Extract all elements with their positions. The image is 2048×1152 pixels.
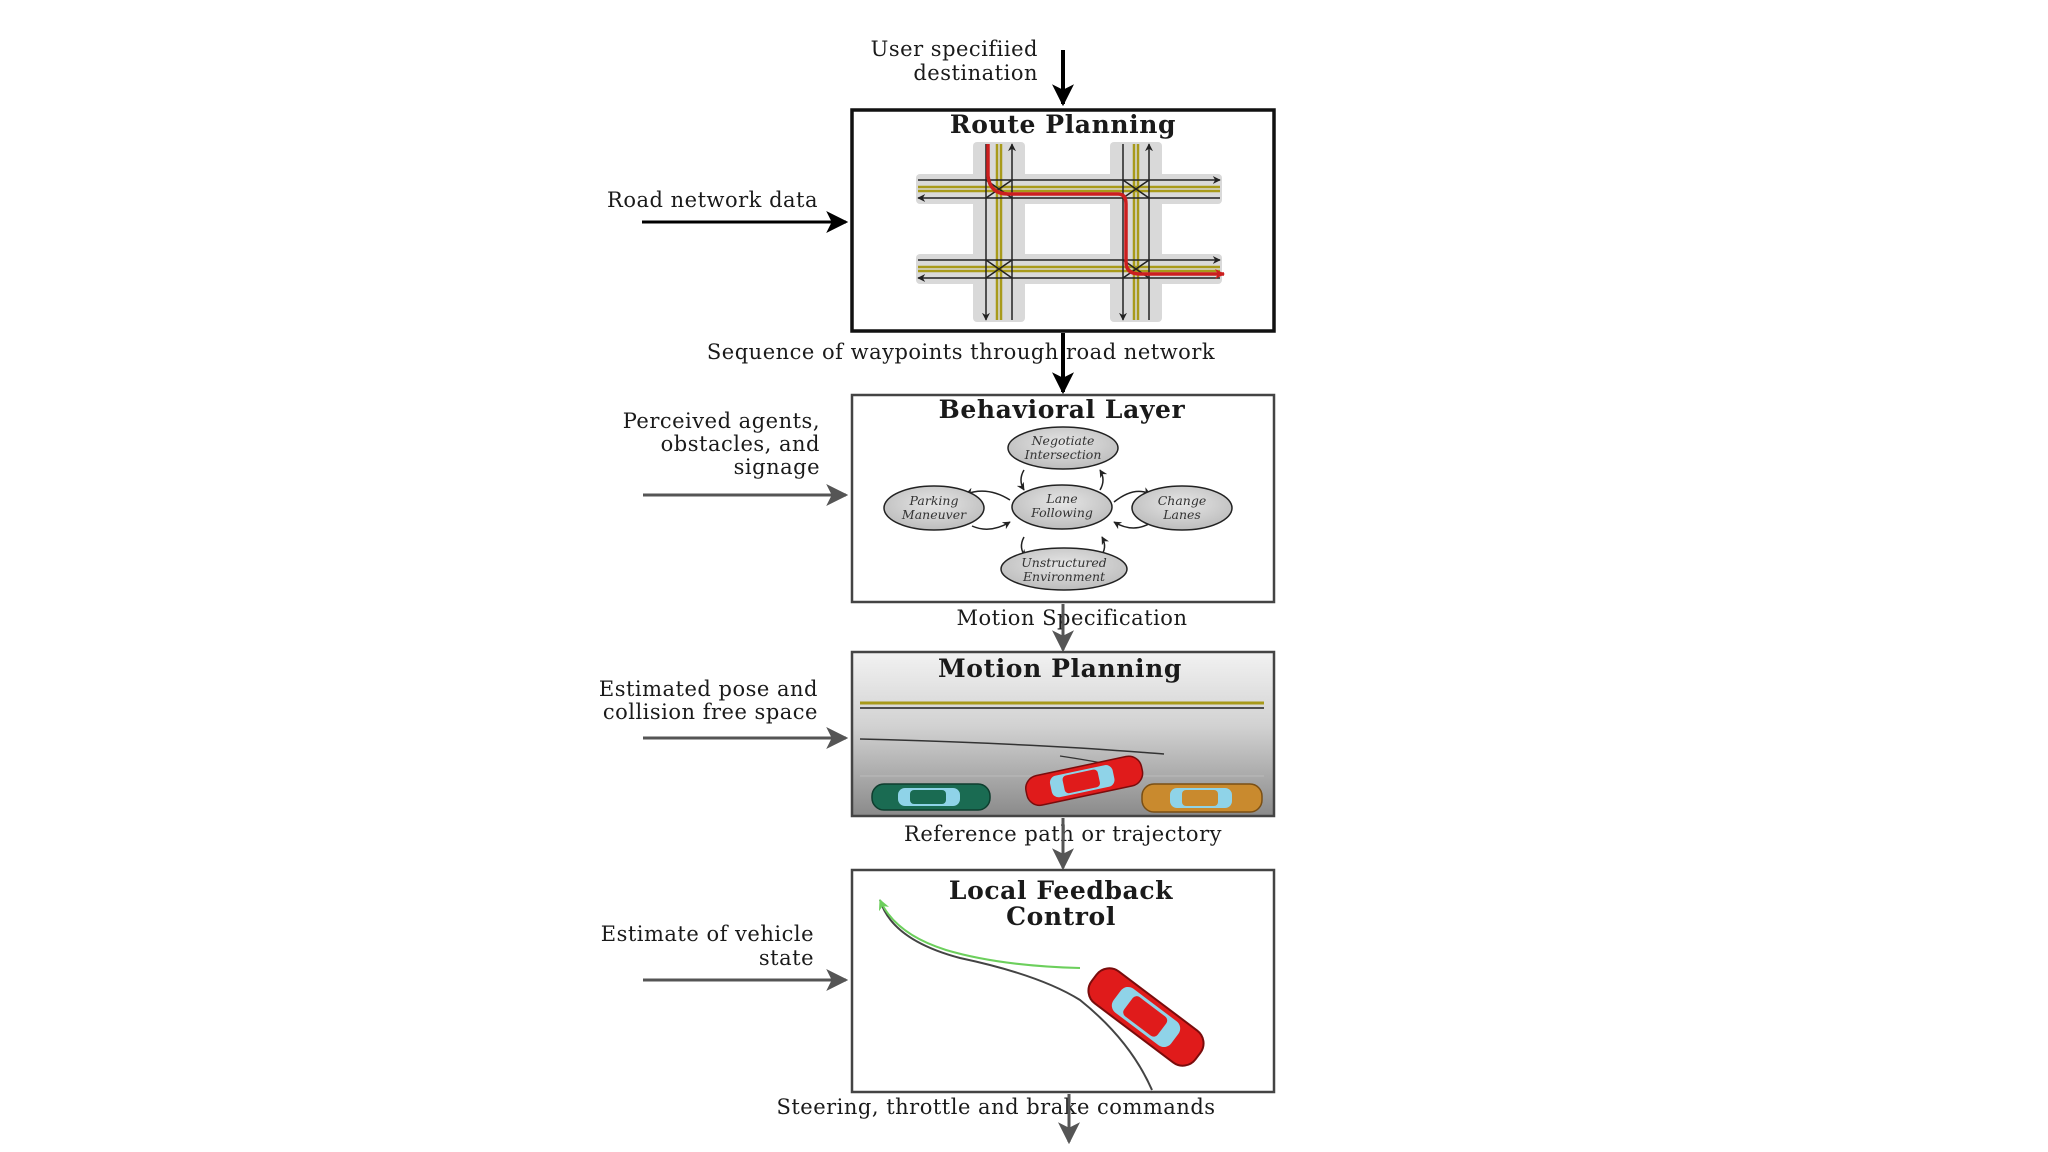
unstructured-label-line2: Environment (1022, 569, 1106, 584)
motion-spec-label: Motion Specification (957, 606, 1188, 630)
steering-commands-label: Steering, throttle and brake commands (776, 1095, 1215, 1119)
planned-route-path (986, 144, 1225, 279)
parking-label-line1: Parking (909, 493, 959, 508)
local-feedback-control-box (850, 868, 1276, 1094)
orange-car (1141, 783, 1263, 813)
destination-label-line2: destination (913, 61, 1038, 85)
lane-following-label-line2: Following (1030, 505, 1093, 520)
route-planning-block: Route Planning (607, 108, 1276, 395)
controlled-path (878, 898, 1081, 969)
destination-input: User specifiied destination (871, 37, 1074, 107)
perceived-agents-label-line3: signage (734, 455, 820, 479)
local-feedback-title-line1: Local Feedback (949, 876, 1173, 905)
route-planning-box (850, 108, 1276, 333)
state-negotiate-intersection: Negotiate Intersection (1007, 426, 1119, 470)
road-scene-illustration (859, 701, 1264, 813)
motion-planning-block: Motion Planning (599, 650, 1276, 871)
candidate-path (859, 738, 1165, 755)
state-unstructured-environment: Unstructured Environment (1000, 547, 1128, 591)
reference-trajectory (879, 899, 1153, 1091)
local-feedback-title-line2: Control (1006, 902, 1116, 931)
perceived-agents-label-line1: Perceived agents, (623, 409, 820, 433)
estimated-pose-label-line2: collision free space (603, 700, 818, 724)
behavioral-layer-title: Behavioral Layer (939, 395, 1186, 424)
road-grid-illustration (916, 142, 1225, 322)
waypoints-label: Sequence of waypoints through road netwo… (707, 340, 1215, 364)
behavioral-layer-block: Behavioral Layer Negotiate Intersection … (623, 393, 1276, 653)
route-planning-title: Route Planning (950, 110, 1176, 139)
negotiate-label-line1: Negotiate (1031, 433, 1095, 448)
local-feedback-control-block: Local Feedback Control Estimate of vehic… (601, 868, 1276, 1145)
state-parking-maneuver: Parking Maneuver (883, 485, 985, 531)
parking-label-line2: Maneuver (901, 507, 967, 522)
estimated-pose-label-line1: Estimated pose and (599, 677, 818, 701)
change-lanes-label-line1: Change (1158, 493, 1207, 508)
state-lane-following: Lane Following (1011, 484, 1113, 530)
change-lanes-label-line2: Lanes (1162, 507, 1201, 522)
vehicle-state-label-line1: Estimate of vehicle (601, 922, 814, 946)
state-change-lanes: Change Lanes (1131, 485, 1233, 531)
negotiate-label-line2: Intersection (1024, 447, 1102, 462)
green-car (871, 783, 991, 811)
red-car (1025, 755, 1144, 807)
motion-planning-title: Motion Planning (938, 654, 1182, 683)
lane-following-label-line1: Lane (1045, 491, 1077, 506)
perceived-agents-label-line2: obstacles, and (661, 432, 820, 456)
destination-label-line1: User specifiied (871, 37, 1038, 61)
controlled-red-car (1087, 967, 1205, 1067)
vehicle-state-label-line2: state (759, 946, 814, 970)
control-illustration (878, 898, 1205, 1091)
road-network-label: Road network data (607, 188, 818, 212)
unstructured-label-line1: Unstructured (1021, 555, 1107, 570)
